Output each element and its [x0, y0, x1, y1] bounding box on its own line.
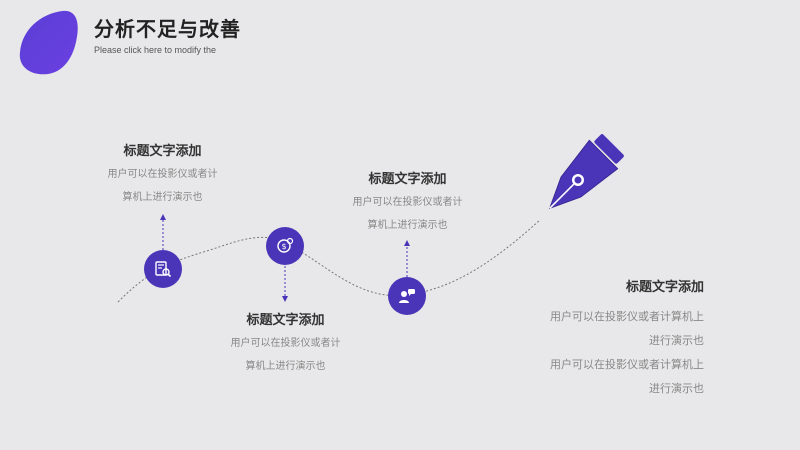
item-1-title: 标题文字添加 [123, 144, 202, 159]
item-3-node [388, 277, 426, 315]
item-2-line-2: 算机上进行演示也 [245, 361, 326, 372]
money-clock-icon: $ [277, 237, 294, 253]
right-block-title: 标题文字添加 [625, 280, 704, 295]
svg-text:$: $ [281, 242, 286, 251]
user-chat-icon [399, 289, 415, 303]
item-3-line-1: 用户可以在投影仪或者计 [352, 197, 463, 208]
right-text-block: 标题文字添加 用户可以在投影仪或者计算机上 进行演示也 用户可以在投影仪或者计算… [500, 276, 704, 401]
item-2-text: 标题文字添加 用户可以在投影仪或者计 算机上进行演示也 [203, 309, 368, 378]
item-3-line-2: 算机上进行演示也 [367, 220, 448, 231]
right-line-4: 进行演示也 [649, 382, 704, 395]
right-line-3: 用户可以在投影仪或者计算机上 [550, 358, 704, 371]
item-2-line-1: 用户可以在投影仪或者计 [230, 338, 341, 349]
item-1-line-1: 用户可以在投影仪或者计 [107, 169, 218, 180]
right-line-1: 用户可以在投影仪或者计算机上 [550, 310, 704, 323]
page-title: 分析不足与改善 [94, 17, 241, 41]
item-3-desc: 用户可以在投影仪或者计 算机上进行演示也 [325, 191, 490, 237]
fountain-pen-icon [548, 134, 624, 210]
document-search-icon [155, 261, 172, 278]
right-line-2: 进行演示也 [649, 334, 704, 347]
page-subtitle: Please click here to modify the [94, 45, 217, 55]
logo-blob-shape [19, 10, 78, 75]
item-3-text: 标题文字添加 用户可以在投影仪或者计 算机上进行演示也 [325, 168, 490, 237]
item-1-node [144, 250, 182, 288]
item-1-text: 标题文字添加 用户可以在投影仪或者计 算机上进行演示也 [80, 140, 245, 209]
item-2-desc: 用户可以在投影仪或者计 算机上进行演示也 [203, 332, 368, 378]
item-2-title: 标题文字添加 [246, 313, 325, 328]
right-block-desc: 用户可以在投影仪或者计算机上 进行演示也 用户可以在投影仪或者计算机上 进行演示… [500, 305, 704, 401]
item-2-node: $ [266, 227, 304, 265]
item-1-line-2: 算机上进行演示也 [122, 192, 203, 203]
item-3-title: 标题文字添加 [368, 172, 447, 187]
item-1-desc: 用户可以在投影仪或者计 算机上进行演示也 [80, 163, 245, 209]
